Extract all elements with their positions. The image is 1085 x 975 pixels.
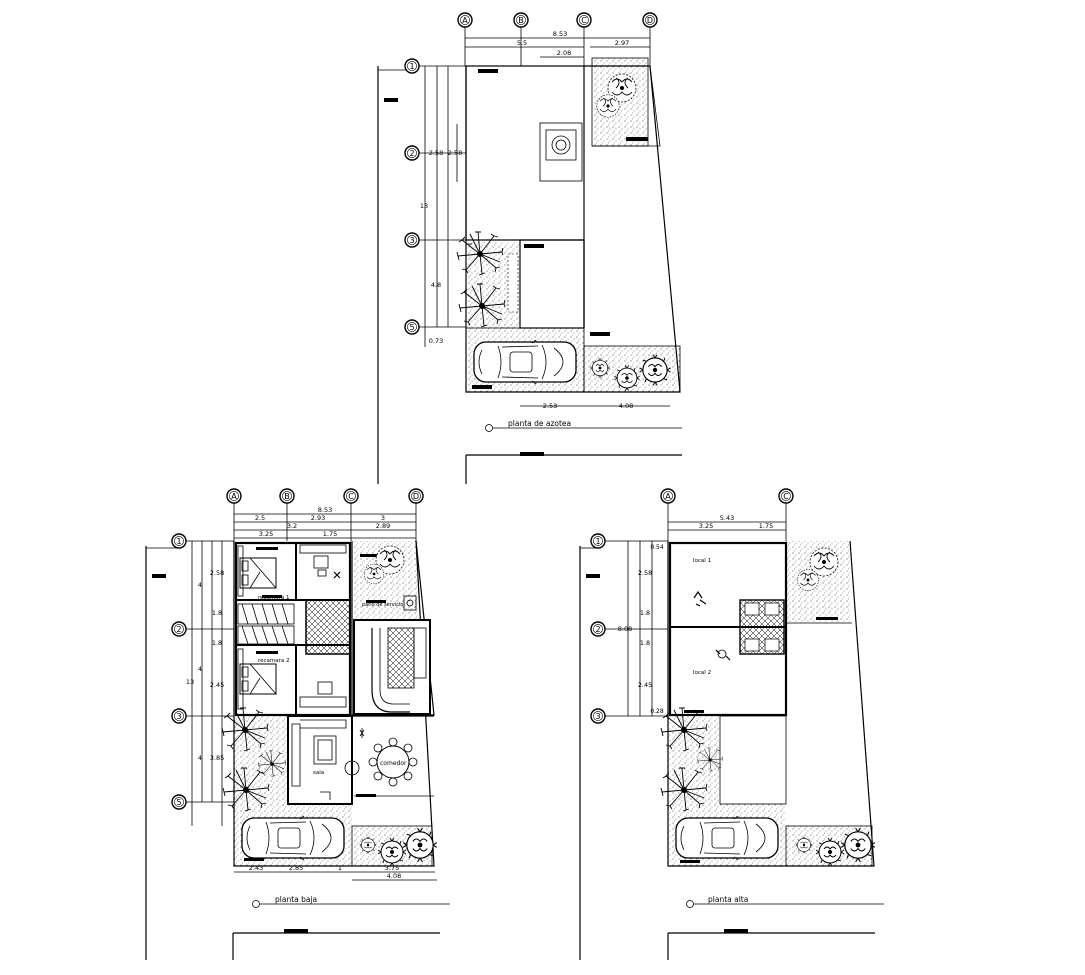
ground-dim-left-r4: 2.45 — [210, 681, 224, 689]
upper-dim-left-r3: 1.8 — [640, 639, 650, 647]
roof-dim-total-top: 8.53 — [553, 30, 567, 38]
upper-dim-total-top: 5.43 — [720, 514, 734, 522]
ground-dim-left-b: 4 — [198, 665, 202, 673]
sheet-frame-lines — [145, 66, 875, 960]
roof-dim-left-mid2: 2.58 — [448, 149, 462, 157]
roof-axis-d: D — [647, 16, 653, 25]
ground-axis-b: B — [284, 492, 290, 501]
ground-dim-top-b: 2.93 — [311, 514, 325, 522]
ground-dim-left-total: 13 — [186, 678, 194, 686]
ground-axis-d: D — [413, 492, 419, 501]
upper-axis-3: 3 — [595, 712, 600, 721]
roof-axis-a: A — [462, 16, 468, 25]
upper-axis-c: C — [783, 492, 789, 501]
ground-dim-top2-c: 1.75 — [323, 530, 337, 538]
upper-dim-left-r4: 2.45 — [638, 681, 652, 689]
upper-dim-mid-label: 8.08 — [618, 625, 632, 633]
roof-axis-2: 2 — [409, 149, 414, 158]
roof-axis-3: 3 — [409, 236, 414, 245]
ground-dim-top-c: 3 — [381, 514, 385, 522]
upper-dimensions: 5.43 3.25 1.75 8.08 0.54 2.58 1.8 1.8 2.… — [618, 514, 786, 716]
ground-dim-left-r1: 2.58 — [210, 569, 224, 577]
upper-axis-2: 2 — [595, 625, 600, 634]
ground-axis-a: A — [231, 492, 237, 501]
roof-dim-top-c: 2.08 — [557, 49, 571, 57]
roof-dim-left-low: 4.8 — [431, 281, 441, 289]
roof-dimensions: 8.53 5.5 2.97 2.08 13 2.58 2.58 4.8 0.73… — [420, 30, 670, 410]
ground-title: planta baja — [252, 895, 450, 908]
ground-dim-bottom-d: 3.75 — [385, 864, 399, 872]
roof-axis-5: 5 — [409, 323, 414, 332]
ground-dim-left-r5: 3.85 — [210, 754, 224, 762]
roof-dim-left-mid: 2.58 — [429, 149, 443, 157]
upper-building: local 1 local 2 — [668, 541, 838, 863]
ground-title-label: planta baja — [275, 895, 317, 904]
upper-dim-left-r5: 0.28 — [650, 708, 664, 715]
upper-dim-left-r1: 2.58 — [638, 569, 652, 577]
roof-title: planta de azotea — [485, 419, 682, 432]
upper-plan: A C 1 2 3 5.43 3.25 1.75 8.08 0.54 2.58 … — [590, 488, 884, 908]
upper-dim-top-b: 1.75 — [759, 522, 773, 530]
roof-dim-bottom-b: 4.08 — [619, 402, 633, 410]
ground-grid-bubbles: A B C D 1 2 3 5 — [171, 488, 424, 810]
ground-room-dining: comedor — [380, 760, 407, 767]
ground-axis-c: C — [348, 492, 354, 501]
ground-dim-top2-a: 3.25 — [259, 530, 273, 538]
ground-dim-left-r2: 1.8 — [212, 609, 222, 617]
ground-dim-top2-b: 3.2 — [287, 522, 297, 530]
upper-axis-1: 1 — [595, 537, 600, 546]
ground-building: recamara 1 recamara 2 patio de servicio … — [234, 540, 435, 861]
ground-dim-total-top: 8.53 — [318, 506, 332, 514]
ground-room-living: sala — [313, 770, 324, 776]
roof-axis-1: 1 — [409, 62, 414, 71]
ground-dim-top2-d: 2.89 — [376, 522, 390, 530]
ground-plan: A B C D 1 2 3 5 8.53 2.5 2.93 3 — [171, 488, 450, 908]
ground-car — [241, 815, 345, 861]
ground-dim-top-a: 2.5 — [255, 514, 265, 522]
roof-axis-lines — [419, 27, 651, 328]
upper-dim-left-r0: 0.54 — [650, 544, 664, 551]
upper-title: planta alta — [686, 895, 884, 908]
ground-room-service: patio de servicio — [362, 602, 403, 608]
roof-dim-bottom-a: 2.53 — [543, 402, 557, 410]
roof-axis-b: B — [518, 16, 524, 25]
ground-dimensions: 8.53 2.5 2.93 3 3.2 2.89 3.25 1.75 13 4 … — [186, 506, 437, 881]
ground-axis-1: 1 — [176, 537, 181, 546]
ground-dim-bottom-a: 2.43 — [249, 864, 263, 872]
roof-title-label: planta de azotea — [508, 419, 571, 428]
ground-dim-bottom-e: 4.08 — [387, 872, 401, 880]
upper-dim-left-r2: 1.8 — [640, 609, 650, 617]
upper-axis-a: A — [665, 492, 671, 501]
roof-dim-left-total: 13 — [420, 202, 428, 210]
ground-dim-left-r3: 1.8 — [212, 639, 222, 647]
upper-grid-bubbles: A C 1 2 3 — [590, 488, 794, 724]
ground-room-bed1: recamara 1 — [258, 595, 290, 601]
upper-title-label: planta alta — [708, 895, 748, 904]
ground-dim-left-a: 4 — [198, 581, 202, 589]
ground-axis-5: 5 — [176, 798, 181, 807]
ground-room-bed2: recamara 2 — [258, 658, 290, 664]
upper-car — [675, 815, 779, 861]
roof-plan: A B C D 1 2 3 5 8.53 5.5 2.97 — [404, 12, 682, 432]
upper-dim-top-a: 3.25 — [699, 522, 713, 530]
ground-axis-3: 3 — [176, 712, 181, 721]
ground-dim-bottom-b: 2.85 — [289, 864, 303, 872]
upper-room-local2: local 2 — [693, 670, 711, 676]
ground-dim-bottom-c: 1 — [338, 864, 342, 872]
roof-grid-bubbles: A B C D 1 2 3 5 — [404, 12, 658, 335]
roof-car — [473, 339, 577, 385]
upper-room-local1: local 1 — [693, 558, 711, 564]
ground-dim-left-c: 4 — [198, 754, 202, 762]
roof-dim-top-d: 2.97 — [615, 39, 629, 47]
roof-dim-top-b: 5.5 — [517, 39, 527, 47]
roof-axis-c: C — [581, 16, 587, 25]
ground-axis-2: 2 — [176, 625, 181, 634]
roof-dim-left-small: 0.73 — [429, 337, 443, 345]
